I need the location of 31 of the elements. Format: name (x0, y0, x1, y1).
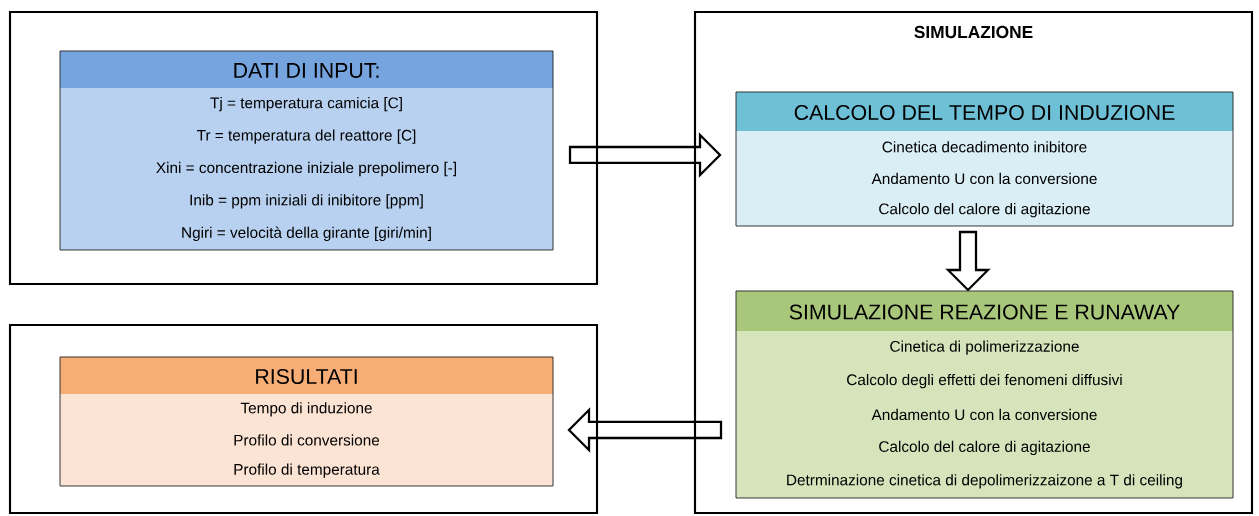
panel-frame (693, 10, 1254, 515)
list-item: Cinetica decadimento inibitore (882, 141, 1087, 153)
box-heading: SIMULAZIONE REAZIONE E RUNAWAY (789, 304, 1180, 320)
panel-frame (8, 323, 599, 515)
box-heading: DATI DI INPUT: (234, 63, 379, 78)
box-heading: RISULTATI (256, 368, 357, 385)
process-box (735, 91, 1234, 227)
list-item: Andamento U con la conversione (871, 408, 1097, 421)
list-item: Xini = concentrazione iniziale prepolimero [-] (156, 161, 456, 177)
list-item: Profilo di conversione (234, 434, 380, 446)
block-arrow (945, 230, 991, 292)
process-box (59, 356, 554, 487)
list-item: Calcolo del calore di agitazione (879, 440, 1090, 456)
list-item: Cinetica di polimerizzazione (890, 340, 1079, 355)
panel-frame (8, 10, 599, 286)
list-item: Calcolo degli effetti dei fenomeni diffusivi (847, 373, 1122, 389)
process-box (735, 290, 1234, 499)
list-item: Ngiri = velocità della girante [giri/min] (182, 226, 431, 242)
process-box (59, 50, 554, 251)
list-item: Inib = ppm iniziali di inibitore [ppm] (190, 194, 423, 209)
block-arrow (567, 407, 723, 453)
list-item: Detrminazione cinetica di depolimerizzaizone a T di ceiling (787, 474, 1182, 489)
list-item: Tj = temperatura camicia [C] (210, 97, 402, 112)
list-item: Calcolo del calore di agitazione (879, 203, 1090, 218)
panel-title: SIMULAZIONE (914, 25, 1033, 39)
list-item: Andamento U con la conversione (871, 172, 1097, 185)
block-arrow (568, 132, 722, 178)
box-heading: CALCOLO DEL TEMPO DI INDUZIONE (794, 104, 1175, 121)
list-item: Tr = temperatura del reattore [C] (197, 129, 416, 144)
list-item: Tempo di induzione (240, 402, 372, 417)
list-item: Profilo di temperatura (234, 463, 380, 478)
